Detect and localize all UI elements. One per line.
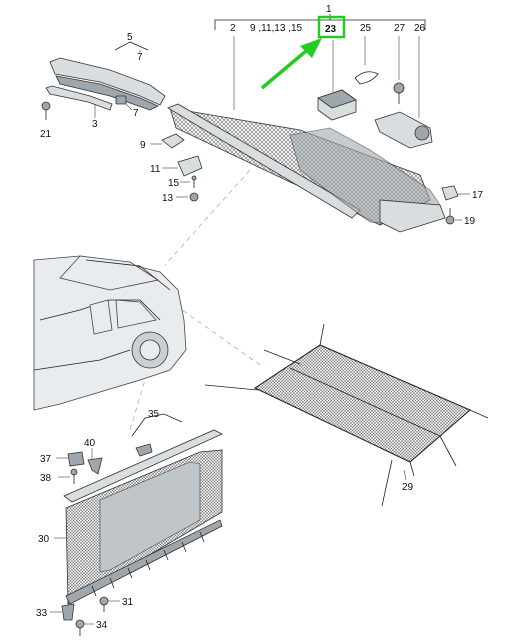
label-17: 17 (472, 190, 484, 201)
nut-13 (189, 192, 199, 202)
control-unit-23 (317, 89, 357, 121)
clip-33 (61, 603, 75, 621)
screw-34 (75, 619, 85, 636)
trim-strip (45, 57, 166, 111)
label-15: 15 (168, 178, 180, 189)
label-40: 40 (84, 438, 96, 449)
label-37: 37 (40, 454, 52, 465)
screw-19 (445, 208, 455, 225)
screw-15 (191, 175, 197, 188)
clip-7 (115, 95, 127, 105)
label-7b: 7 (133, 108, 139, 119)
highlight-box (317, 15, 346, 39)
label-7a: 7 (137, 52, 143, 63)
label-1: 1 (326, 4, 332, 15)
label-23: 23 (325, 24, 337, 35)
screw-38 (70, 468, 78, 484)
cable-tie-25 (354, 71, 379, 85)
label-34: 34 (96, 620, 108, 631)
highlight-23[interactable]: 23 (317, 15, 346, 39)
label-13: 13 (162, 193, 174, 204)
cover-11 (177, 155, 203, 177)
label-5: 5 (127, 32, 133, 43)
label-21: 21 (40, 129, 52, 140)
separation-net-29 (204, 323, 489, 507)
motor-26 (374, 111, 433, 149)
label-35: 35 (148, 409, 160, 420)
green-arrow (260, 38, 322, 90)
part-40 (87, 457, 103, 475)
screw-31 (99, 596, 109, 612)
label-25: 25 (360, 23, 372, 34)
luggage-cover-roller (167, 103, 446, 233)
bracket-9 (161, 133, 185, 149)
label-38: 38 (40, 473, 52, 484)
part-37 (67, 451, 85, 467)
label-27: 27 (394, 23, 406, 34)
label-30: 30 (38, 534, 50, 545)
label-29: 29 (402, 482, 414, 493)
screw-21 (41, 101, 51, 120)
clip-17 (441, 185, 459, 201)
screw-27 (393, 82, 405, 104)
clip-35 (135, 443, 153, 457)
car-body (33, 255, 187, 411)
label-9-11-13-15: 9 ,11,13 ,15 (250, 23, 303, 34)
label-11: 11 (150, 164, 161, 175)
label-31: 31 (122, 597, 134, 608)
label-3: 3 (92, 119, 98, 130)
label-2: 2 (230, 23, 236, 34)
label-9: 9 (140, 140, 146, 151)
rear-blind-30 (63, 429, 223, 605)
label-33: 33 (36, 608, 48, 619)
label-19: 19 (464, 216, 476, 227)
label-26: 26 (414, 23, 426, 34)
